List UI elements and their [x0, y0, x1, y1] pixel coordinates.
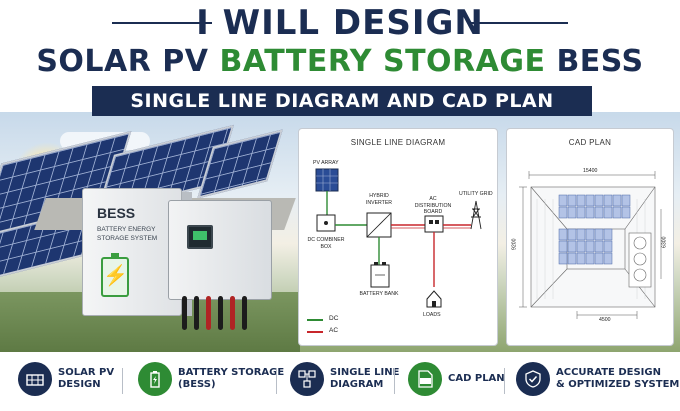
cable: [182, 296, 187, 330]
single-line-diagram-card: SINGLE LINE DIAGRAM: [298, 128, 498, 346]
title-solar-pv: SOLAR PV: [36, 44, 209, 79]
label-battery-bank: BATTERY BANK: [359, 291, 399, 297]
loads-house-icon: [426, 290, 442, 308]
label-ac-distribution: AC DISTRIBUTION BOARD: [414, 196, 452, 215]
solar-panel-icon: [18, 362, 52, 396]
sld-title: SINGLE LINE DIAGRAM: [350, 138, 446, 147]
ac-distribution-symbol: [424, 215, 444, 233]
utility-tower-icon: [470, 200, 482, 230]
diagram-icon: [290, 362, 324, 396]
inverter-cabinet: [168, 200, 272, 300]
feature-divider: [394, 368, 395, 394]
legend-dc-line: [307, 319, 323, 321]
cad-title: CAD PLAN: [568, 138, 612, 147]
feature-divider: [504, 368, 505, 394]
feature-bar: SOLAR PV DESIGN BATTERY STORAGE (BESS) S…: [0, 352, 680, 411]
feature-divider: [276, 368, 277, 394]
subtitle-banner: SINGLE LINE DIAGRAM AND CAD PLAN: [92, 86, 592, 116]
feature-label-line1: BATTERY STORAGE: [178, 367, 285, 378]
title-line-2: SOLAR PV BATTERY STORAGE BESS: [0, 44, 680, 80]
sld-drawing: [315, 168, 482, 308]
bess-cabinet: BESS BATTERY ENERGY STORAGE SYSTEM ⚡: [82, 188, 182, 316]
feature-label-line1: CAD PLAN: [448, 373, 505, 384]
cad-plan-card: CAD PLAN: [506, 128, 674, 346]
pv-array-symbol: [315, 168, 339, 192]
title-rule-right: [468, 22, 568, 24]
feature-label-line1: ACCURATE DESIGN: [556, 367, 661, 378]
feature-label-line1: SOLAR PV: [58, 367, 115, 378]
cad-drawing: [519, 171, 662, 319]
inverter-display: [187, 225, 213, 249]
battery-charge-icon: ⚡: [101, 253, 129, 297]
cable: [218, 296, 223, 330]
title-battery-storage: BATTERY STORAGE: [219, 44, 546, 79]
legend-ac-label: AC: [329, 327, 339, 334]
feature-label-line1: SINGLE LINE: [330, 367, 400, 378]
label-hybrid-inverter: HYBRID INVERTER: [365, 193, 393, 206]
cad-file-icon: [408, 362, 442, 396]
legend-dc-label: DC: [329, 315, 339, 322]
feature-divider: [122, 368, 123, 394]
title-rule-left: [112, 22, 212, 24]
battery-bank-symbol: [370, 264, 390, 288]
feature-label-line2: & OPTIMIZED SYSTEM: [556, 379, 680, 390]
label-utility-grid: UTILITY GRID: [459, 191, 493, 197]
battery-icon: [138, 362, 172, 396]
cable: [230, 296, 235, 330]
cad-dim-bottom: 4500: [599, 317, 611, 323]
cable: [206, 296, 211, 330]
title-line-1: I WILL DESIGN: [196, 3, 484, 43]
bess-cabinet-sublabel: BATTERY ENERGY STORAGE SYSTEM: [97, 226, 158, 242]
label-pv-array: PV ARRAY: [313, 160, 339, 166]
cad-equipment: [628, 232, 652, 288]
cad-pv-modules: [558, 194, 631, 265]
cable: [194, 296, 199, 330]
shield-check-icon: [516, 362, 550, 396]
title-bess: BESS: [556, 44, 644, 79]
label-dc-combiner: DC COMBINER BOX: [307, 237, 345, 250]
bess-cabinet-label: BESS: [97, 205, 136, 221]
cad-dim-left: 9200: [511, 238, 518, 251]
feature-label-line2: DIAGRAM: [330, 379, 384, 390]
feature-label-line2: DESIGN: [58, 379, 101, 390]
cad-dim-right: 6300: [661, 236, 668, 249]
legend-ac-line: [307, 331, 323, 333]
feature-label-line2: (BESS): [178, 379, 216, 390]
cad-dim-top: 15400: [583, 168, 598, 174]
label-loads: LOADS: [423, 312, 441, 318]
cable: [242, 296, 247, 330]
